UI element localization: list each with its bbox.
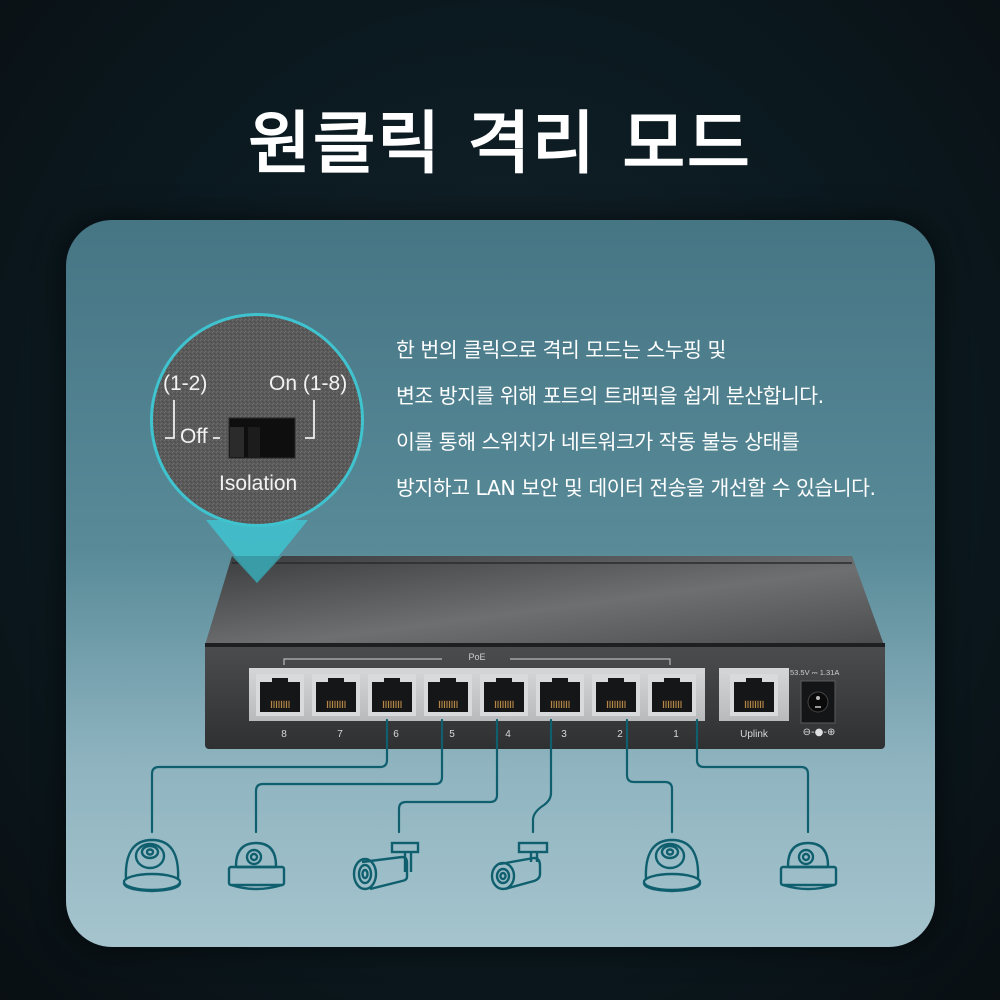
port-label: 6	[393, 729, 399, 740]
port-label: 7	[337, 729, 343, 740]
isolation-off-range-label: (1-2)	[163, 372, 208, 395]
port-label: 5	[449, 729, 455, 740]
description-line: 변조 방지를 위해 포트의 트래픽을 쉽게 분산합니다.	[396, 384, 824, 408]
description-line: 방지하고 LAN 보안 및 데이터 전송을 개선할 수 있습니다.	[396, 476, 876, 500]
isolation-switch-magnifier	[150, 313, 364, 583]
port-numbers: 8 7 6 5 4 3 2 1	[256, 729, 704, 740]
polarity-icon: ⊖-●-⊕	[802, 727, 836, 738]
description-line: 이를 통해 스위치가 네트워크가 작동 불능 상태를	[396, 430, 800, 454]
bullet-camera-icon	[490, 841, 549, 891]
description-line: 한 번의 클릭으로 격리 모드는 스누핑 및	[396, 338, 726, 362]
port-label: 8	[281, 729, 287, 740]
power-rating-label: 53.5V ⎓ 1.31A	[790, 668, 840, 677]
dome-camera-icon	[779, 841, 838, 891]
dome-camera-icon	[122, 838, 182, 893]
isolation-switch-label: Isolation	[219, 472, 298, 495]
isolation-off-label: Off	[180, 425, 208, 448]
port-label: 4	[505, 729, 511, 740]
network-switch	[205, 556, 885, 749]
port-label: 1	[673, 729, 679, 740]
dome-camera-icon	[642, 838, 702, 893]
cable-lines	[150, 718, 810, 834]
port-label: 2	[617, 729, 623, 740]
isolation-on-label: On (1-8)	[269, 372, 348, 395]
port-label: 3	[561, 729, 567, 740]
bullet-camera-icon	[352, 841, 420, 891]
uplink-label: Uplink	[740, 729, 768, 740]
feature-description: 한 번의 클릭으로 격리 모드는 스누핑 및 변조 방지를 위해 포트의 트래픽…	[396, 327, 876, 511]
poe-label: PoE	[468, 652, 486, 662]
dome-camera-icon	[227, 841, 286, 891]
page-title: 원클릭 격리 모드	[248, 105, 752, 184]
